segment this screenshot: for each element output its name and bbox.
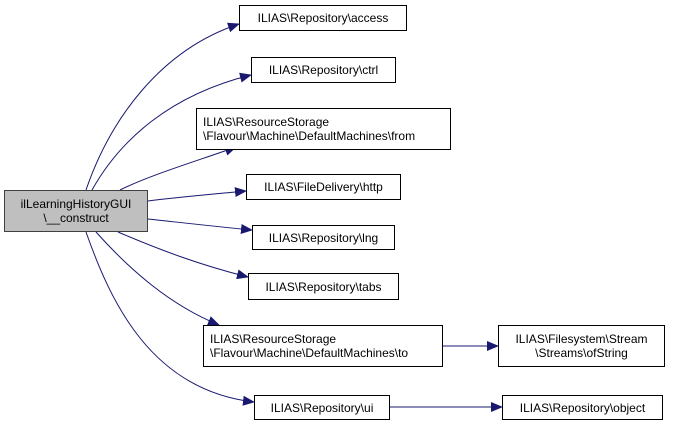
edge-root-access xyxy=(85,22,240,191)
node-file-delivery-http[interactable]: ILIAS\FileDelivery\http xyxy=(246,174,401,200)
node-streams-of-string[interactable]: ILIAS\Filesystem\Stream \Streams\ofStrin… xyxy=(498,325,665,367)
node-label-line: \Flavour\Machine\DefaultMachines\from xyxy=(203,129,416,143)
node-label: ILIAS\Repository\ui xyxy=(270,400,374,415)
node-label-line: ILIAS\ResourceStorage xyxy=(203,115,330,129)
node-repository-object[interactable]: ILIAS\Repository\object xyxy=(502,395,663,420)
node-default-machines-to[interactable]: ILIAS\ResourceStorage \Flavour\Machine\D… xyxy=(203,325,443,367)
edge-root-from xyxy=(119,146,237,191)
node-label-line: ILIAS\Filesystem\Stream xyxy=(515,332,648,346)
node-repository-ui[interactable]: ILIAS\Repository\ui xyxy=(254,395,390,420)
edge-root-lng xyxy=(147,218,253,234)
node-label: ILIAS\Repository\object xyxy=(519,400,646,415)
node-label-line: \__construct xyxy=(43,211,109,225)
node-label: ILIAS\Repository\access xyxy=(257,11,389,25)
node-label: ILIAS\Repository\tabs xyxy=(265,279,382,294)
node-label: ILIAS\Repository\ctrl xyxy=(268,63,379,77)
edge-root-ctrl xyxy=(91,72,252,191)
node-label-line: \Flavour\Machine\DefaultMachines\to xyxy=(210,346,409,360)
edge-root-http xyxy=(147,187,247,202)
node-label: ILIAS\FileDelivery\http xyxy=(264,180,383,194)
node-repository-access[interactable]: ILIAS\Repository\access xyxy=(239,5,407,31)
node-label: ILIAS\Repository\lng xyxy=(268,230,379,245)
node-repository-tabs[interactable]: ILIAS\Repository\tabs xyxy=(248,273,399,300)
node-label-line: \Streams\ofString xyxy=(535,346,628,360)
edge-root-ui xyxy=(85,231,255,406)
node-il-learning-history-gui-construct[interactable]: ilLearningHistoryGUI \__construct xyxy=(4,190,148,232)
node-repository-ctrl[interactable]: ILIAS\Repository\ctrl xyxy=(251,57,396,83)
node-default-machines-from[interactable]: ILIAS\ResourceStorage \Flavour\Machine\D… xyxy=(196,108,451,150)
edge-root-tabs xyxy=(117,231,249,280)
node-label-line: ILIAS\ResourceStorage xyxy=(210,332,337,346)
edge-root-to xyxy=(95,231,220,326)
node-label-line: ilLearningHistoryGUI xyxy=(20,197,132,211)
node-repository-lng[interactable]: ILIAS\Repository\lng xyxy=(252,225,395,250)
